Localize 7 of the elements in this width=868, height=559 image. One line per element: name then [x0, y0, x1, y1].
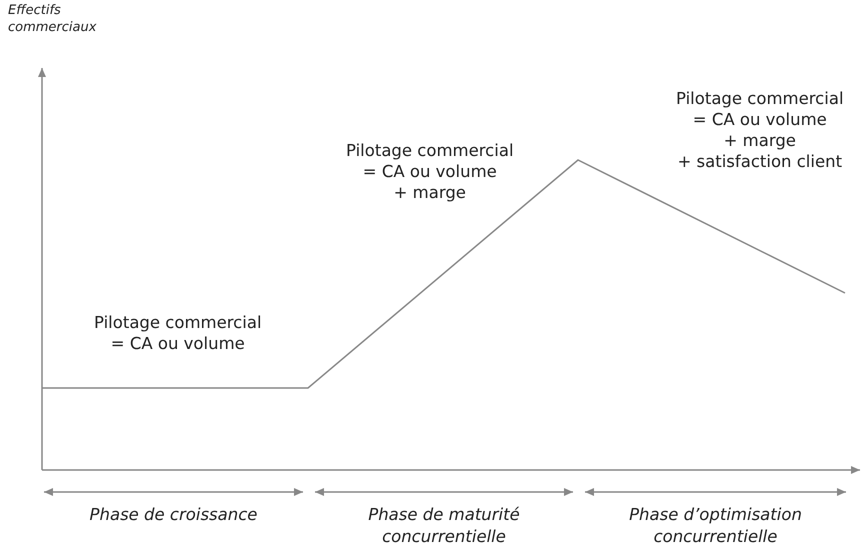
phase-label: Phase de maturité concurrentielle — [367, 504, 521, 548]
axis-label: Effectifs commerciaux — [8, 2, 98, 36]
annotation-text: Pilotage commercial = CA ou volume + marge — [346, 140, 514, 203]
phase-label: Phase de croissance — [88, 504, 258, 526]
annotation-text: Pilotage commercial = CA ou volume — [94, 312, 262, 354]
annotation-text: Pilotage commercial = CA ou volume + marge + satisfaction client — [676, 88, 844, 172]
phase-label: Phase d’optimisation concurrentielle — [628, 504, 803, 548]
